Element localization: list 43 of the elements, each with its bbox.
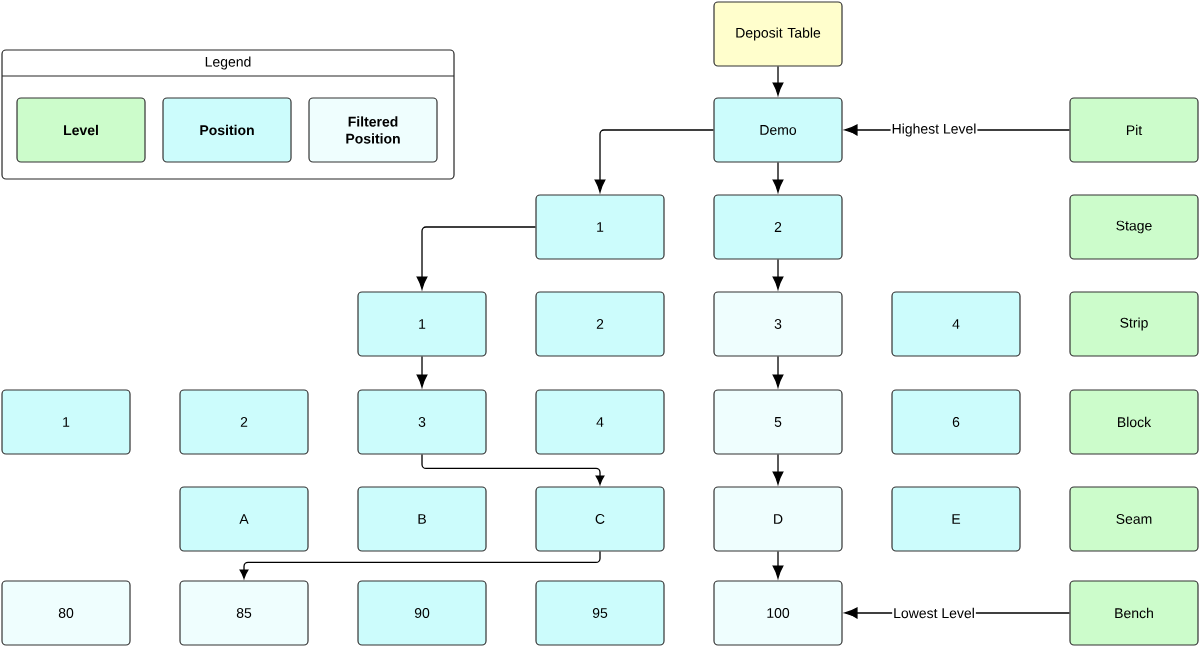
arrow: [239, 550, 601, 579]
position-box: 4: [535, 389, 665, 455]
level-box: Stage: [1069, 194, 1199, 260]
position-box: 4: [891, 291, 1021, 357]
level-box: Strip: [1069, 291, 1199, 357]
level-box: Block: [1069, 389, 1199, 455]
position-box: C: [535, 486, 665, 552]
arrow: [772, 453, 784, 485]
arrow: [772, 550, 784, 579]
position-box: 95: [535, 580, 665, 646]
filtered-position-box: 85: [179, 580, 309, 646]
position-box: B: [357, 486, 487, 552]
filtered-position-box: 3: [713, 291, 843, 357]
position-box: 2: [713, 194, 843, 260]
table-box: Deposit Table: [713, 1, 843, 67]
arrow: [772, 65, 784, 96]
position-box: 1: [535, 194, 665, 260]
position-box: 3: [357, 389, 487, 455]
position-box: 2: [535, 291, 665, 357]
position-box: A: [179, 486, 309, 552]
level-box: Seam: [1069, 486, 1199, 552]
position-box: 1: [1, 389, 131, 455]
position-box: 90: [357, 580, 487, 646]
edge-label: Lowest Level: [892, 606, 976, 620]
arrow: [772, 258, 784, 290]
arrow: [772, 161, 784, 193]
edge-label: Highest Level: [890, 122, 978, 138]
arrow: [416, 226, 537, 290]
filtered-position-box: D: [713, 486, 843, 552]
level-box: Bench: [1069, 580, 1199, 646]
arrow: [772, 355, 784, 388]
filtered-position-box: 80: [1, 580, 131, 646]
filtered-position-box: 5: [713, 389, 843, 455]
legend-title: Legend: [205, 56, 251, 70]
arrow: [594, 129, 715, 193]
arrow: [416, 355, 428, 388]
position-box: E: [891, 486, 1021, 552]
position-box: 1: [357, 291, 487, 357]
position-box: 6: [891, 389, 1021, 455]
filtered-position-box: 100: [713, 580, 843, 646]
level-box: Pit: [1069, 97, 1199, 163]
position-box: Demo: [713, 97, 843, 163]
position-box: 2: [179, 389, 309, 455]
